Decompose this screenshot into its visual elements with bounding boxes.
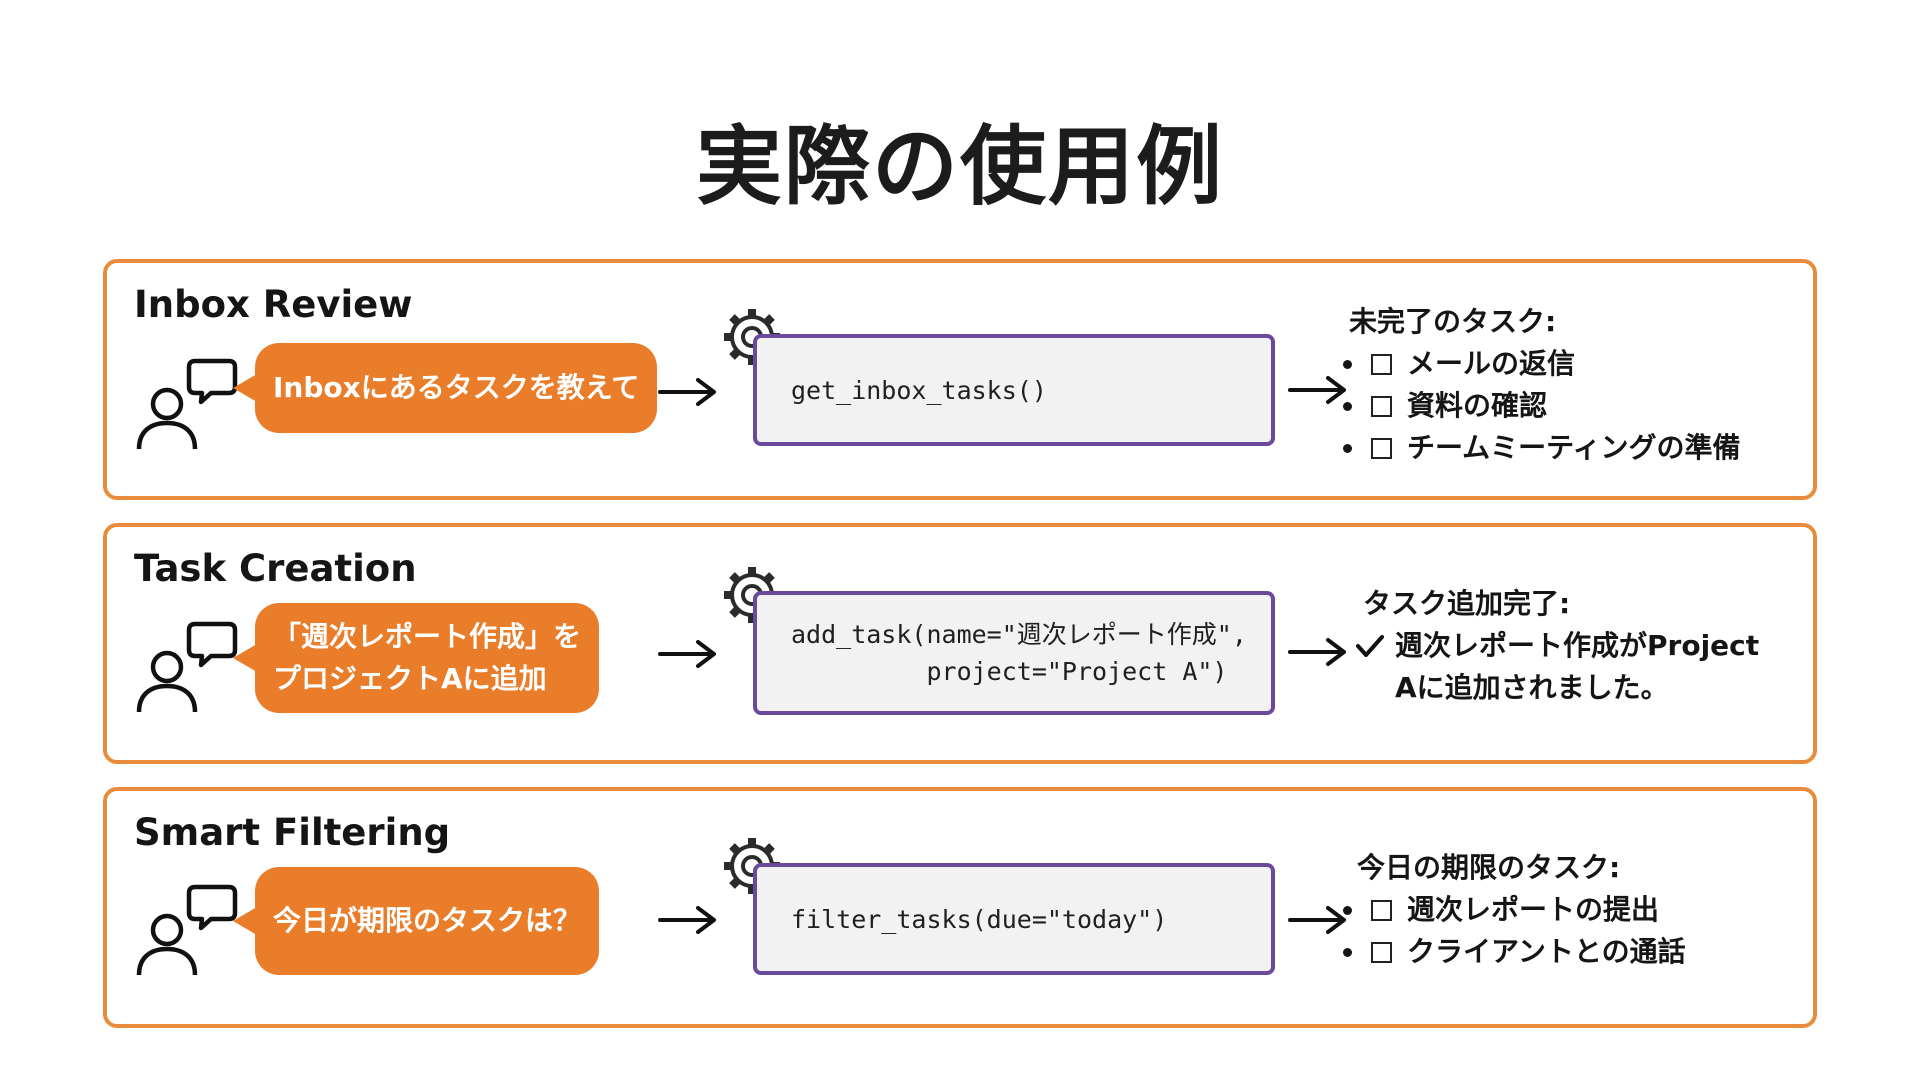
list-item: 資料の確認	[1337, 385, 1740, 427]
user-chat-icon	[136, 358, 238, 450]
panel-smart-filtering: Smart Filtering 今日が期限のタスクは？	[103, 787, 1817, 1028]
list-item: 週次レポートの提出	[1337, 889, 1686, 931]
user-chat-icon	[136, 621, 238, 713]
panel-inbox-review: Inbox Review Inboxにあるタスクを教えて	[103, 259, 1817, 500]
code-line: filter_tasks(due="today")	[791, 904, 1168, 934]
right-arrow-icon	[1288, 638, 1346, 666]
panel-title: Task Creation	[134, 547, 417, 590]
prompt-text: 「週次レポート作成」を	[273, 620, 582, 653]
prompt-text: 今日が期限のタスクは？	[273, 904, 582, 937]
list-item: クライアントとの通話	[1337, 931, 1686, 973]
panel-title: Smart Filtering	[134, 811, 451, 854]
right-arrow-icon	[658, 906, 716, 934]
checkbox-icon	[1371, 396, 1392, 417]
result-heading: タスク追加完了:	[1363, 587, 1571, 620]
bullet-icon	[1343, 906, 1352, 915]
bullet-icon	[1343, 360, 1352, 369]
prompt-bubble: 今日が期限のタスクは？	[232, 867, 600, 975]
result-list: タスク追加完了: 週次レポート作成がProject Aに追加されました。	[1351, 583, 1759, 709]
right-arrow-icon	[658, 640, 716, 668]
code-line: get_inbox_tasks()	[791, 375, 1047, 405]
code-box: filter_tasks(due="today")	[753, 863, 1275, 975]
result-heading: 未完了のタスク:	[1349, 305, 1557, 338]
prompt-text: プロジェクトAに追加	[273, 662, 547, 695]
prompt-bubble: Inboxにあるタスクを教えて	[232, 343, 658, 433]
code-line: project="Project A")	[791, 657, 1228, 686]
user-chat-icon	[136, 884, 238, 976]
page-title: 実際の使用例	[696, 117, 1224, 217]
result-message: 週次レポート作成がProject Aに追加されました。	[1351, 625, 1759, 709]
gear-icon	[724, 309, 780, 365]
panel-task-creation: Task Creation 「週次レポート作成」を プロジェクトAに追加	[103, 523, 1817, 764]
list-item: メールの返信	[1337, 343, 1740, 385]
checkbox-icon	[1371, 900, 1392, 921]
check-mark-icon	[1356, 635, 1384, 657]
bullet-icon	[1343, 948, 1352, 957]
code-box: get_inbox_tasks()	[753, 334, 1275, 446]
right-arrow-icon	[1288, 376, 1346, 404]
code-box: add_task(name="週次レポート作成", project="Proje…	[753, 591, 1275, 715]
right-arrow-icon	[658, 378, 716, 406]
checkbox-icon	[1371, 942, 1392, 963]
right-arrow-icon	[1288, 906, 1346, 934]
result-heading: 今日の期限のタスク:	[1357, 851, 1621, 884]
bullet-icon	[1343, 444, 1352, 453]
result-list: 今日の期限のタスク: 週次レポートの提出 クライアントとの通話	[1337, 847, 1686, 973]
prompt-text: Inboxにあるタスクを教えて	[273, 371, 640, 404]
list-item: チームミーティングの準備	[1337, 427, 1740, 469]
bullet-icon	[1343, 402, 1352, 411]
checkbox-icon	[1371, 354, 1392, 375]
code-line: add_task(name="週次レポート作成",	[791, 620, 1247, 649]
prompt-bubble: 「週次レポート作成」を プロジェクトAに追加	[232, 603, 600, 713]
panel-title: Inbox Review	[134, 283, 413, 326]
checkbox-icon	[1371, 438, 1392, 459]
result-list: 未完了のタスク: メールの返信 資料の確認 チームミーティングの準備	[1337, 301, 1740, 469]
